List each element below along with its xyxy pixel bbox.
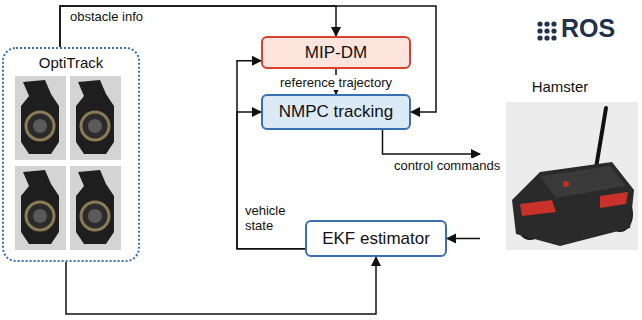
camera-photo (70, 166, 121, 250)
process-box: NMPC tracking (261, 94, 411, 130)
vehicle-node: Hamster (480, 78, 640, 253)
connector-arrow (447, 238, 480, 240)
node-text: MIP-DM (305, 43, 367, 63)
process-box: EKF estimator (305, 220, 447, 257)
node-text: EKF estimator (322, 229, 430, 249)
node-text: NMPC tracking (279, 102, 393, 122)
edge-label: control commands (392, 158, 502, 173)
camera-photo (70, 76, 121, 160)
node-text: OptiTrack (4, 54, 138, 71)
connector-arrow (237, 112, 305, 249)
node-text: Hamster (480, 78, 640, 95)
edge-label: vehicle state (243, 203, 299, 233)
logo-text: ROS (561, 16, 615, 41)
ros-logo-dots (537, 21, 556, 40)
camera-photo (15, 76, 66, 160)
connector-arrow (383, 130, 481, 154)
vehicle-photo (506, 102, 638, 250)
process-box: MIP-DM (261, 36, 411, 69)
connector-arrow (66, 257, 376, 314)
system-group: OptiTrack (2, 47, 140, 262)
edge-label: reference trajectory (278, 75, 394, 90)
camera-photo (15, 166, 66, 250)
edge-label: obstacle info (68, 9, 145, 24)
